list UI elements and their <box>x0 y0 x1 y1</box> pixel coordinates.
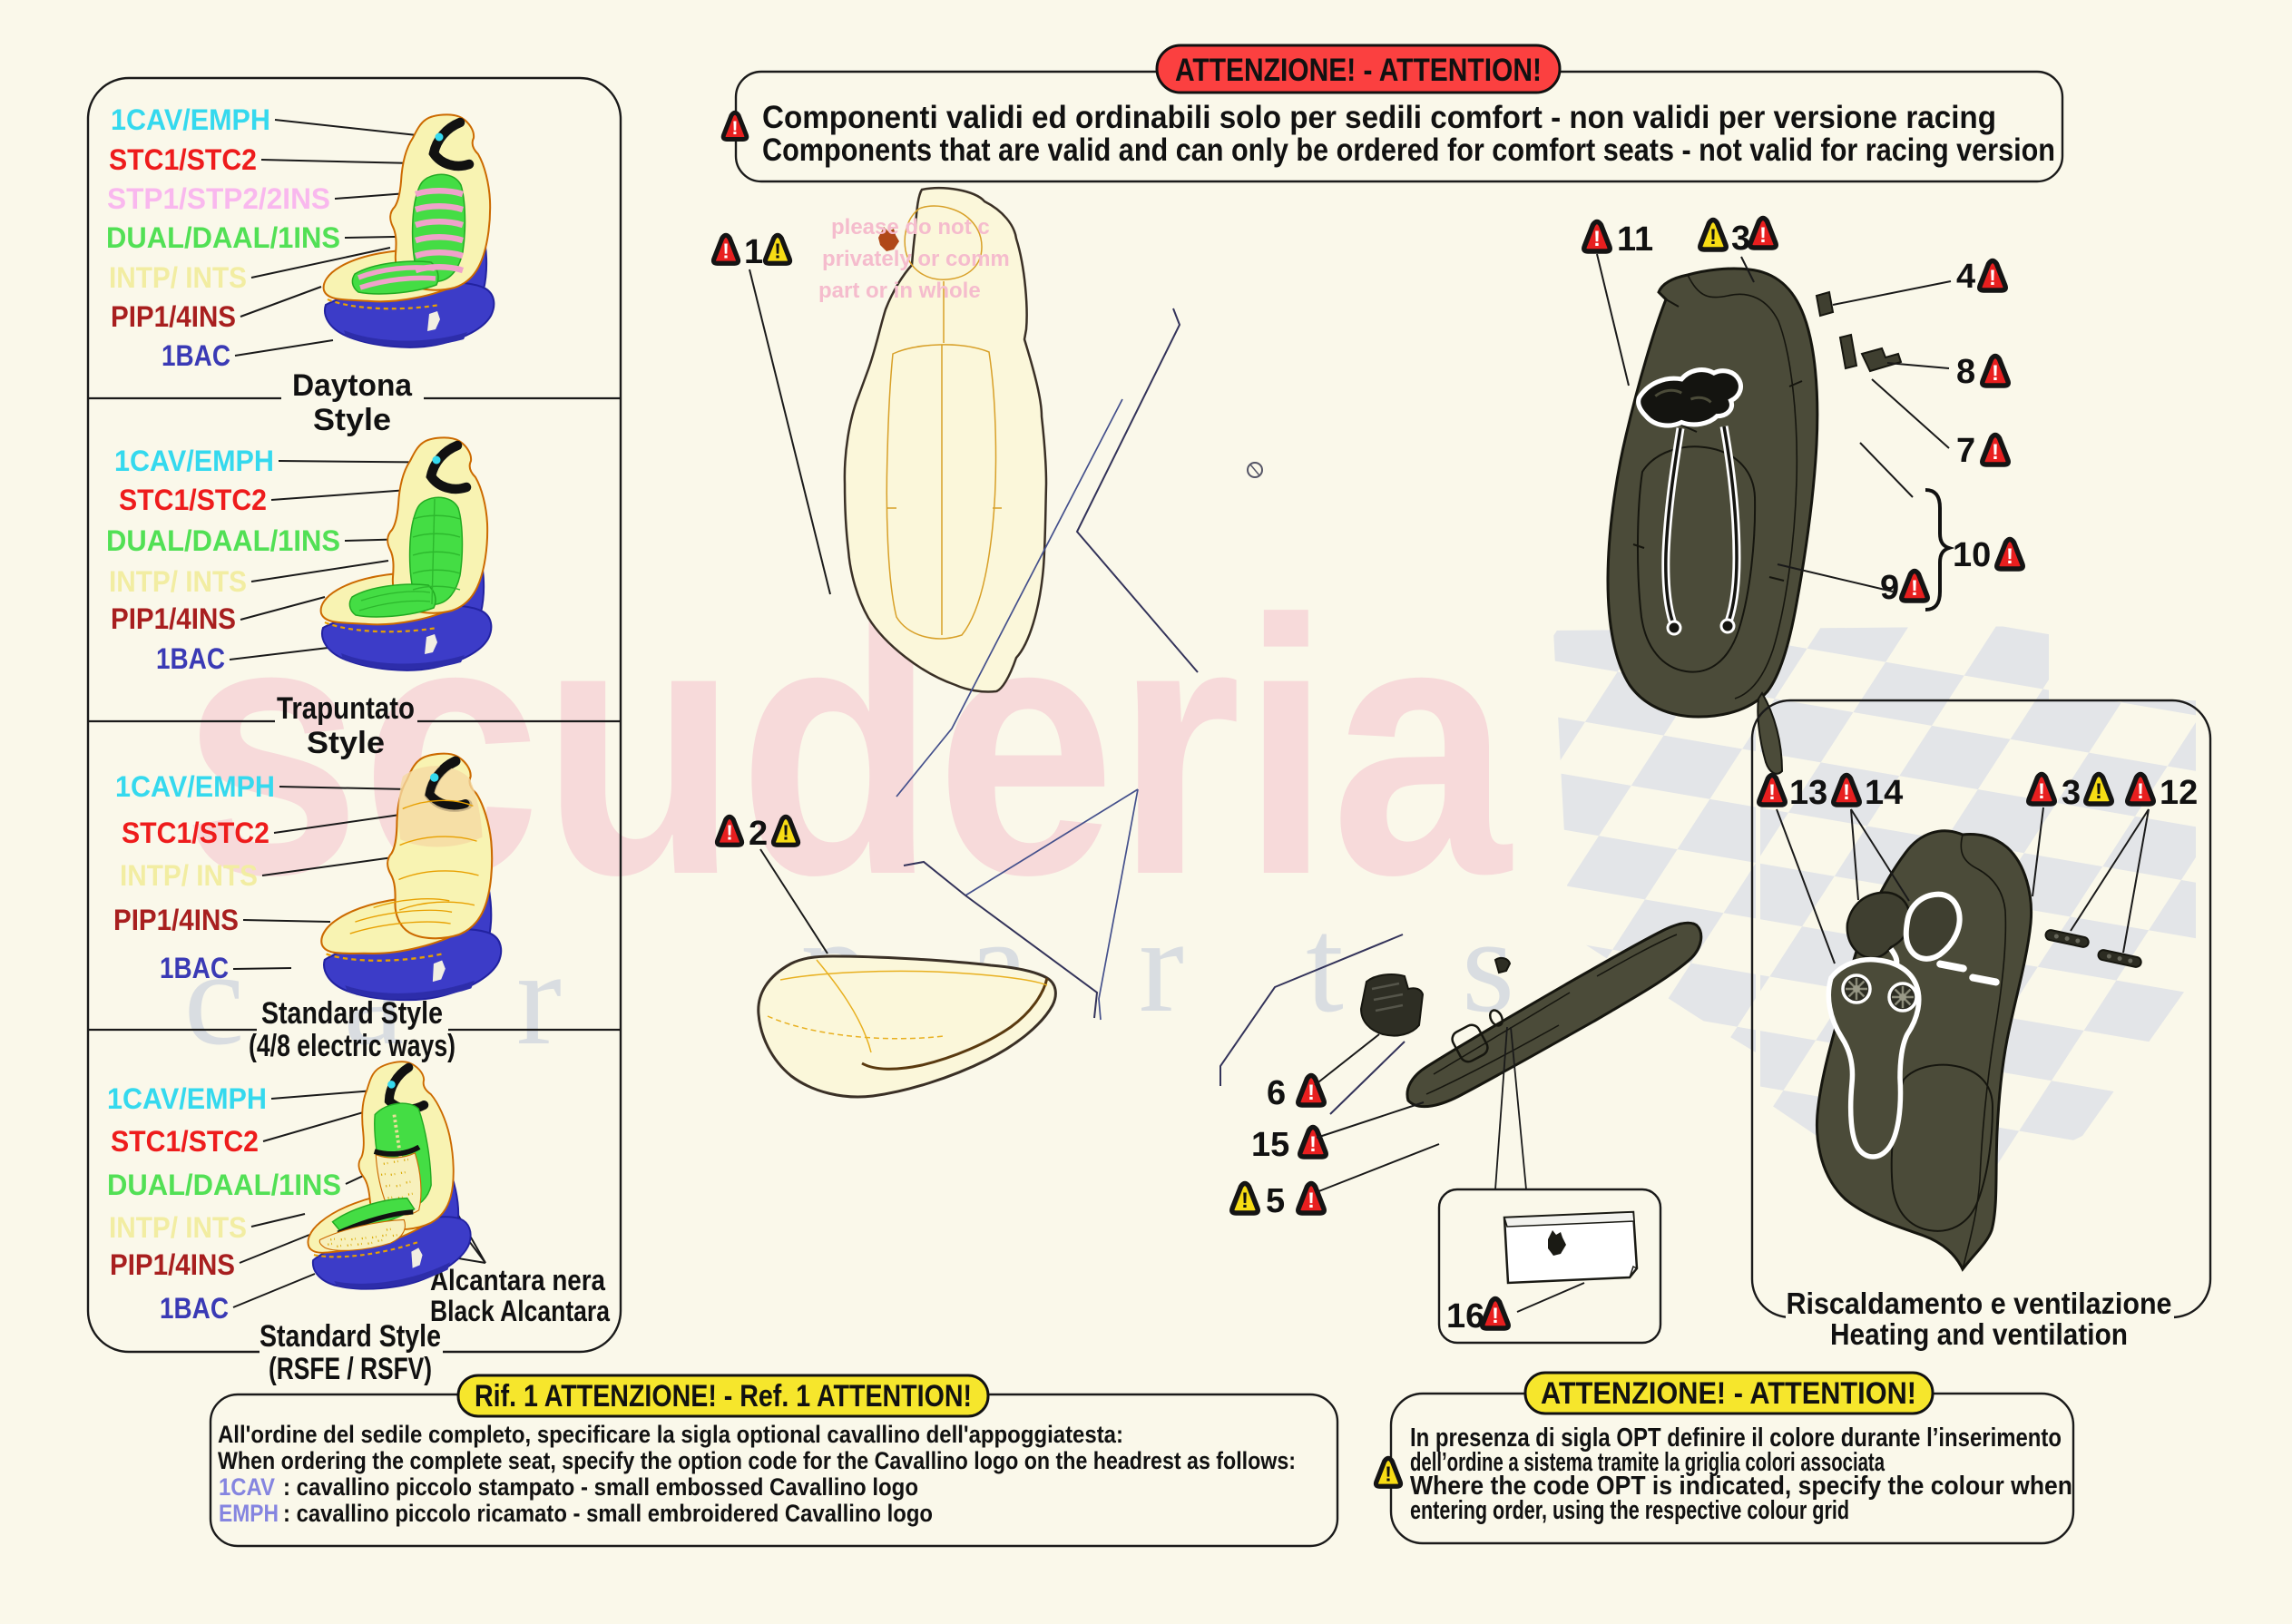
svg-text:7: 7 <box>1956 432 1975 470</box>
svg-text:PIP1/4INS: PIP1/4INS <box>111 300 236 333</box>
svg-text:INTP/ INTS: INTP/ INTS <box>109 261 247 294</box>
svg-text:c: c <box>184 923 245 1073</box>
svg-text:INTP/ INTS: INTP/ INTS <box>109 565 247 598</box>
svg-text:STC1/STC2: STC1/STC2 <box>119 484 267 516</box>
svg-text:Style: Style <box>307 726 385 760</box>
svg-text:In presenza di sigla OPT defin: In presenza di sigla OPT definire il col… <box>1410 1423 2062 1453</box>
svg-text:DUAL/DAAL/1INS: DUAL/DAAL/1INS <box>106 524 340 557</box>
svg-text:Componenti validi ed ordinabil: Componenti validi ed ordinabili solo per… <box>762 100 1996 135</box>
svg-text:3: 3 <box>1731 220 1750 258</box>
svg-text:1CAV: 1CAV <box>219 1473 275 1501</box>
svg-text:(RSFE / RSFV): (RSFE / RSFV) <box>269 1352 432 1386</box>
svg-text:Components that are valid and: Components that are valid and can only b… <box>762 132 2055 168</box>
svg-text:!: ! <box>2006 544 2013 569</box>
svg-text:ATTENZIONE! - ATTENTION!: ATTENZIONE! - ATTENTION! <box>1541 1376 1916 1411</box>
svg-text:!: ! <box>2137 779 2144 804</box>
svg-text:STP1/STP2/2INS: STP1/STP2/2INS <box>107 182 330 215</box>
svg-text:1BAC: 1BAC <box>156 642 225 675</box>
svg-text:!: ! <box>1992 440 1999 465</box>
svg-text:!: ! <box>1768 780 1776 805</box>
svg-text:EMPH: EMPH <box>219 1500 279 1527</box>
svg-text:INTP/ INTS: INTP/ INTS <box>120 859 258 892</box>
svg-text:!: ! <box>1593 227 1601 251</box>
svg-text:!: ! <box>1309 1132 1317 1157</box>
svg-text:1CAV/EMPH: 1CAV/EMPH <box>114 445 274 477</box>
svg-text:11: 11 <box>1617 220 1653 259</box>
svg-text:Daytona: Daytona <box>292 368 413 403</box>
svg-text:2: 2 <box>749 815 768 853</box>
svg-text:INTP/ INTS: INTP/ INTS <box>109 1211 247 1244</box>
svg-text:: cavallino piccolo stampato -: : cavallino piccolo stampato - small emb… <box>283 1473 918 1501</box>
svg-text:!: ! <box>1308 1189 1315 1213</box>
svg-text:1CAV/EMPH: 1CAV/EMPH <box>111 103 270 136</box>
svg-text:STC1/STC2: STC1/STC2 <box>109 143 257 176</box>
svg-text:!: ! <box>2095 779 2102 804</box>
svg-text:please do not c: please do not c <box>831 215 990 240</box>
svg-text:Standard Style: Standard Style <box>260 1319 441 1354</box>
svg-text:!: ! <box>1709 225 1717 249</box>
svg-text:dell’ordine a sistema tramite: dell’ordine a sistema tramite la griglia… <box>1410 1448 1886 1477</box>
svg-text:When ordering the complete sea: When ordering the complete seat, specify… <box>218 1447 1296 1474</box>
svg-text:r: r <box>516 923 562 1073</box>
svg-text:1CAV/EMPH: 1CAV/EMPH <box>115 770 275 803</box>
svg-text:!: ! <box>1843 780 1850 805</box>
svg-text:!: ! <box>726 821 733 845</box>
svg-text:PIP1/4INS: PIP1/4INS <box>113 904 239 936</box>
svg-text:Rif. 1 ATTENZIONE! - Ref. 1 AT: Rif. 1 ATTENZIONE! - Ref. 1 ATTENTION! <box>475 1379 972 1414</box>
svg-text:!: ! <box>774 240 781 263</box>
svg-text:!: ! <box>1989 266 1996 290</box>
svg-text:1CAV/EMPH: 1CAV/EMPH <box>107 1082 267 1115</box>
svg-text:Heating and ventilation: Heating and ventilation <box>1830 1317 2128 1351</box>
svg-text:!: ! <box>722 240 730 263</box>
svg-text:entering order, using the resp: entering order, using the respective col… <box>1410 1496 1849 1525</box>
svg-text:Style: Style <box>313 403 391 437</box>
svg-text:Black Alcantara: Black Alcantara <box>430 1295 610 1327</box>
svg-text:1BAC: 1BAC <box>160 1292 229 1325</box>
svg-text:!: ! <box>1308 1081 1315 1105</box>
svg-text:1: 1 <box>744 233 763 271</box>
svg-text:!: ! <box>1759 223 1767 248</box>
svg-text:13: 13 <box>1789 774 1827 812</box>
svg-text:Alcantara nera: Alcantara nera <box>430 1264 605 1296</box>
svg-text:!: ! <box>731 116 738 139</box>
svg-text:14: 14 <box>1865 774 1903 812</box>
svg-text:Where the code OPT is indicate: Where the code OPT is indicated, specify… <box>1410 1472 2072 1501</box>
svg-text:15: 15 <box>1251 1126 1289 1164</box>
svg-text:Standard Style: Standard Style <box>261 996 443 1031</box>
svg-text:PIP1/4INS: PIP1/4INS <box>110 1248 235 1281</box>
svg-text:!: ! <box>1911 576 1918 601</box>
svg-text:12: 12 <box>2160 774 2198 812</box>
svg-text:6: 6 <box>1267 1074 1286 1112</box>
svg-text:!: ! <box>1992 361 1999 386</box>
svg-text:!: ! <box>1385 1463 1392 1486</box>
svg-text:DUAL/DAAL/1INS: DUAL/DAAL/1INS <box>107 1169 341 1201</box>
svg-text:4: 4 <box>1956 258 1975 296</box>
svg-text:1BAC: 1BAC <box>162 339 230 372</box>
svg-text:5: 5 <box>1266 1182 1285 1220</box>
svg-text:3: 3 <box>2062 774 2081 812</box>
svg-text:DUAL/DAAL/1INS: DUAL/DAAL/1INS <box>106 221 340 254</box>
svg-text:PIP1/4INS: PIP1/4INS <box>111 602 236 635</box>
svg-text:Riscaldamento e ventilazione: Riscaldamento e ventilazione <box>1787 1286 2172 1320</box>
svg-text:!: ! <box>2038 779 2045 804</box>
svg-text:Trapuntato: Trapuntato <box>277 691 415 726</box>
svg-text:ATTENZIONE! - ATTENTION!: ATTENZIONE! - ATTENTION! <box>1175 53 1542 88</box>
svg-text:!: ! <box>1241 1189 1249 1213</box>
svg-text:1BAC: 1BAC <box>160 952 229 984</box>
svg-text:!: ! <box>782 821 789 845</box>
svg-text:!: ! <box>1492 1304 1499 1328</box>
svg-text:All'ordine del sedile completo: All'ordine del sedile completo, specific… <box>218 1421 1123 1448</box>
svg-text:t: t <box>1306 890 1344 1041</box>
svg-text:part or in whole: part or in whole <box>818 279 981 303</box>
svg-text:STC1/STC2: STC1/STC2 <box>122 817 269 849</box>
svg-text:9: 9 <box>1880 569 1899 607</box>
svg-text:10: 10 <box>1953 536 1991 574</box>
svg-text:(4/8 electric ways): (4/8 electric ways) <box>249 1029 455 1063</box>
svg-text:16: 16 <box>1446 1297 1484 1335</box>
svg-text:r: r <box>1139 890 1184 1041</box>
svg-text:8: 8 <box>1956 353 1975 391</box>
svg-text:: cavallino piccolo ricamato -: : cavallino piccolo ricamato - small emb… <box>283 1500 933 1527</box>
svg-text:STC1/STC2: STC1/STC2 <box>111 1125 259 1158</box>
svg-text:privately or comm: privately or comm <box>822 247 1010 271</box>
